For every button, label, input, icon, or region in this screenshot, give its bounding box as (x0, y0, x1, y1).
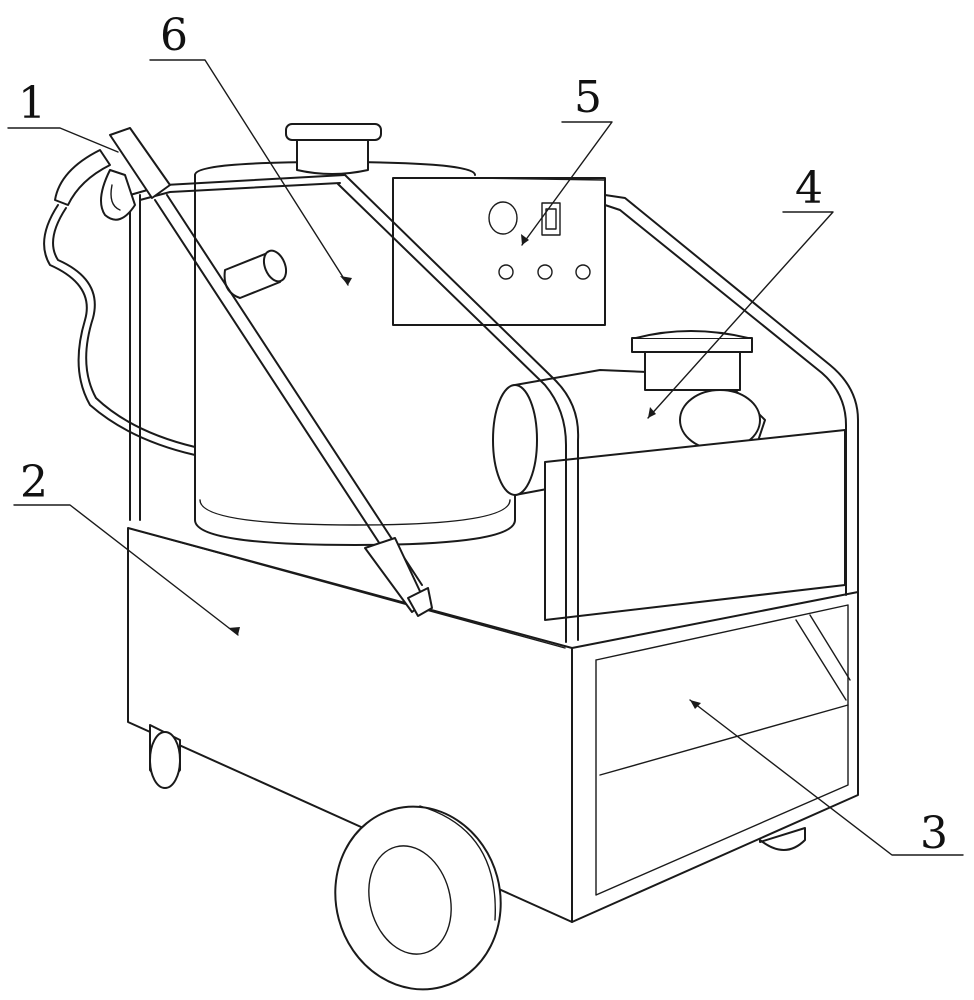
callout-1: 1 (18, 78, 46, 129)
leader-lines (7, 59, 964, 856)
control-panel (392, 177, 606, 326)
right-compartment (571, 591, 859, 923)
callout-6: 6 (160, 10, 188, 61)
tank (194, 123, 516, 546)
motor-enclosure (544, 429, 846, 621)
callout-3: 3 (920, 808, 948, 859)
callout-5: 5 (574, 72, 602, 123)
callout-2: 2 (20, 457, 48, 508)
spray-gun (43, 127, 433, 617)
frame (129, 174, 859, 643)
callout-4: 4 (795, 163, 823, 214)
wheels (149, 724, 806, 991)
callout-labels: 1 2 3 4 5 6 (18, 10, 948, 859)
